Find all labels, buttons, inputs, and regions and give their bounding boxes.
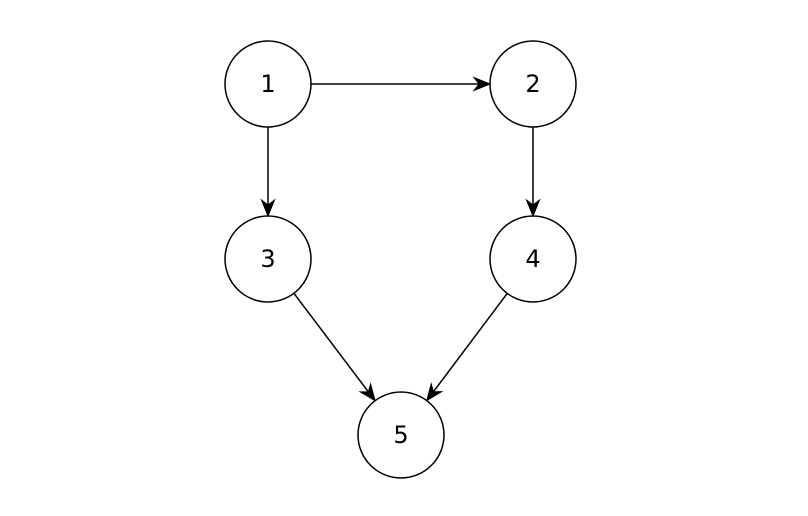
node-label: 3: [260, 245, 275, 273]
arrowhead-icon: [426, 381, 444, 402]
node-label: 5: [393, 421, 408, 449]
node-3: 3: [224, 215, 312, 303]
edge-2-to-4: [525, 127, 541, 218]
arrowhead-icon: [472, 76, 492, 92]
edge-1-to-3: [260, 127, 276, 218]
edge-line: [432, 292, 508, 393]
edge-1-to-2: [311, 76, 492, 92]
node-label: 2: [525, 70, 540, 98]
arrowhead-icon: [260, 198, 276, 218]
nodes-layer: 1 2 3 4 5: [224, 40, 577, 479]
node-5: 5: [357, 391, 445, 479]
node-circle: [357, 391, 445, 479]
node-1: 1: [224, 40, 312, 128]
node-4: 4: [489, 215, 577, 303]
arrowhead-icon: [525, 198, 541, 218]
edges-layer: [260, 76, 541, 402]
edge-3-to-5: [293, 292, 376, 402]
node-label: 4: [525, 245, 540, 273]
node-circle: [489, 40, 577, 128]
edge-line: [293, 292, 370, 393]
node-label: 1: [260, 70, 275, 98]
arrowhead-icon: [358, 382, 376, 402]
node-2: 2: [489, 40, 577, 128]
edge-4-to-5: [426, 292, 508, 402]
node-circle: [224, 215, 312, 303]
node-circle: [489, 215, 577, 303]
node-circle: [224, 40, 312, 128]
